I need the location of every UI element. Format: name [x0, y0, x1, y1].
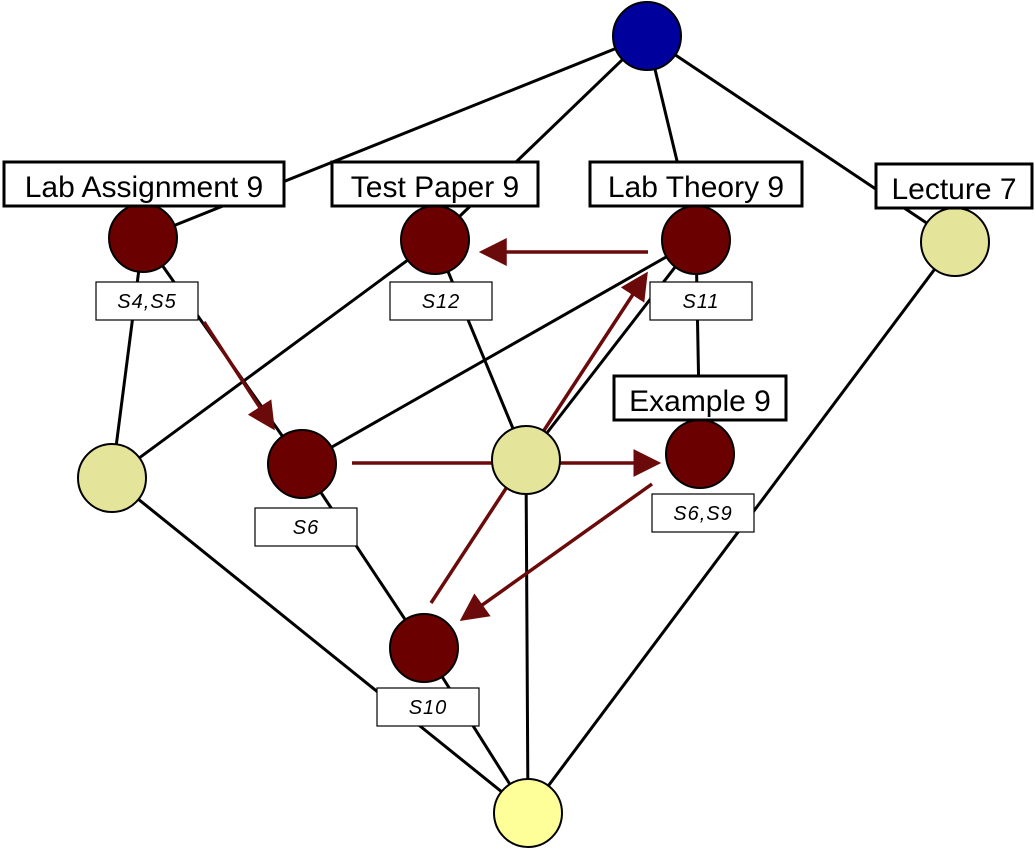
s10-sub: S10	[409, 697, 448, 719]
edge-test-paper-left-mid	[111, 238, 436, 480]
arrow-lab-assignment-to-s6	[202, 321, 275, 431]
lab-assignment-objects: S4,S5	[95, 281, 199, 321]
test-paper-label: Test Paper 9	[330, 160, 540, 208]
lab-assignment-label: Lab Assignment 9	[2, 160, 286, 208]
lecture-node[interactable]	[920, 207, 990, 277]
edge-lab-theory-center-mid	[524, 239, 698, 461]
edge-center-mid-bottom	[524, 459, 530, 814]
lab-theory-sub: S11	[682, 291, 719, 313]
object-labels: S4,S5 S12 S11 S6,S9 S6 S10	[95, 281, 755, 727]
edge-s6-s10	[300, 463, 426, 649]
s6-objects: S6	[254, 507, 358, 547]
center-mid-node[interactable]	[491, 425, 561, 495]
top-node[interactable]	[612, 1, 682, 71]
edge-top-test-paper	[433, 34, 649, 242]
edge-lab-assignment-left-mid	[110, 237, 145, 479]
lab-theory-node[interactable]	[661, 205, 731, 275]
s6-node[interactable]	[267, 429, 337, 499]
edge-test-paper-center-mid	[433, 239, 528, 461]
left-mid-node[interactable]	[77, 443, 147, 513]
test-paper-node[interactable]	[400, 205, 470, 275]
s6-sub: S6	[293, 517, 319, 539]
test-paper-sub: S12	[422, 291, 461, 313]
s10-objects: S10	[376, 687, 480, 727]
example-node[interactable]	[665, 419, 735, 489]
example-sub: S6,S9	[673, 503, 732, 525]
arrow-example-to-s10	[459, 482, 654, 622]
lab-theory-label: Lab Theory 9	[588, 160, 804, 208]
edge-left-mid-bottom	[111, 476, 529, 815]
nodes	[77, 1, 990, 848]
s10-node[interactable]	[389, 613, 459, 683]
lab-assignment-sub: S4,S5	[117, 291, 176, 313]
example-label: Example 9	[612, 374, 788, 422]
example-title: Example 9	[629, 385, 771, 418]
lecture-label: Lecture 7	[874, 162, 1034, 210]
lecture-title: Lecture 7	[891, 173, 1016, 206]
lab-assignment-node[interactable]	[108, 203, 178, 273]
title-labels: Lab Assignment 9 Test Paper 9 Lab Theory…	[2, 160, 1034, 422]
lab-theory-objects: S11	[649, 281, 753, 321]
lattice-edges	[110, 34, 957, 815]
test-paper-objects: S12	[389, 281, 493, 321]
edge-top-lab-assignment	[142, 34, 648, 240]
lab-theory-title: Lab Theory 9	[608, 171, 784, 204]
edge-lab-theory-s6	[301, 238, 697, 466]
lab-assignment-title: Lab Assignment 9	[25, 171, 264, 204]
bottom-node[interactable]	[493, 778, 563, 848]
example-objects: S6,S9	[651, 493, 755, 533]
test-paper-title: Test Paper 9	[351, 171, 519, 204]
